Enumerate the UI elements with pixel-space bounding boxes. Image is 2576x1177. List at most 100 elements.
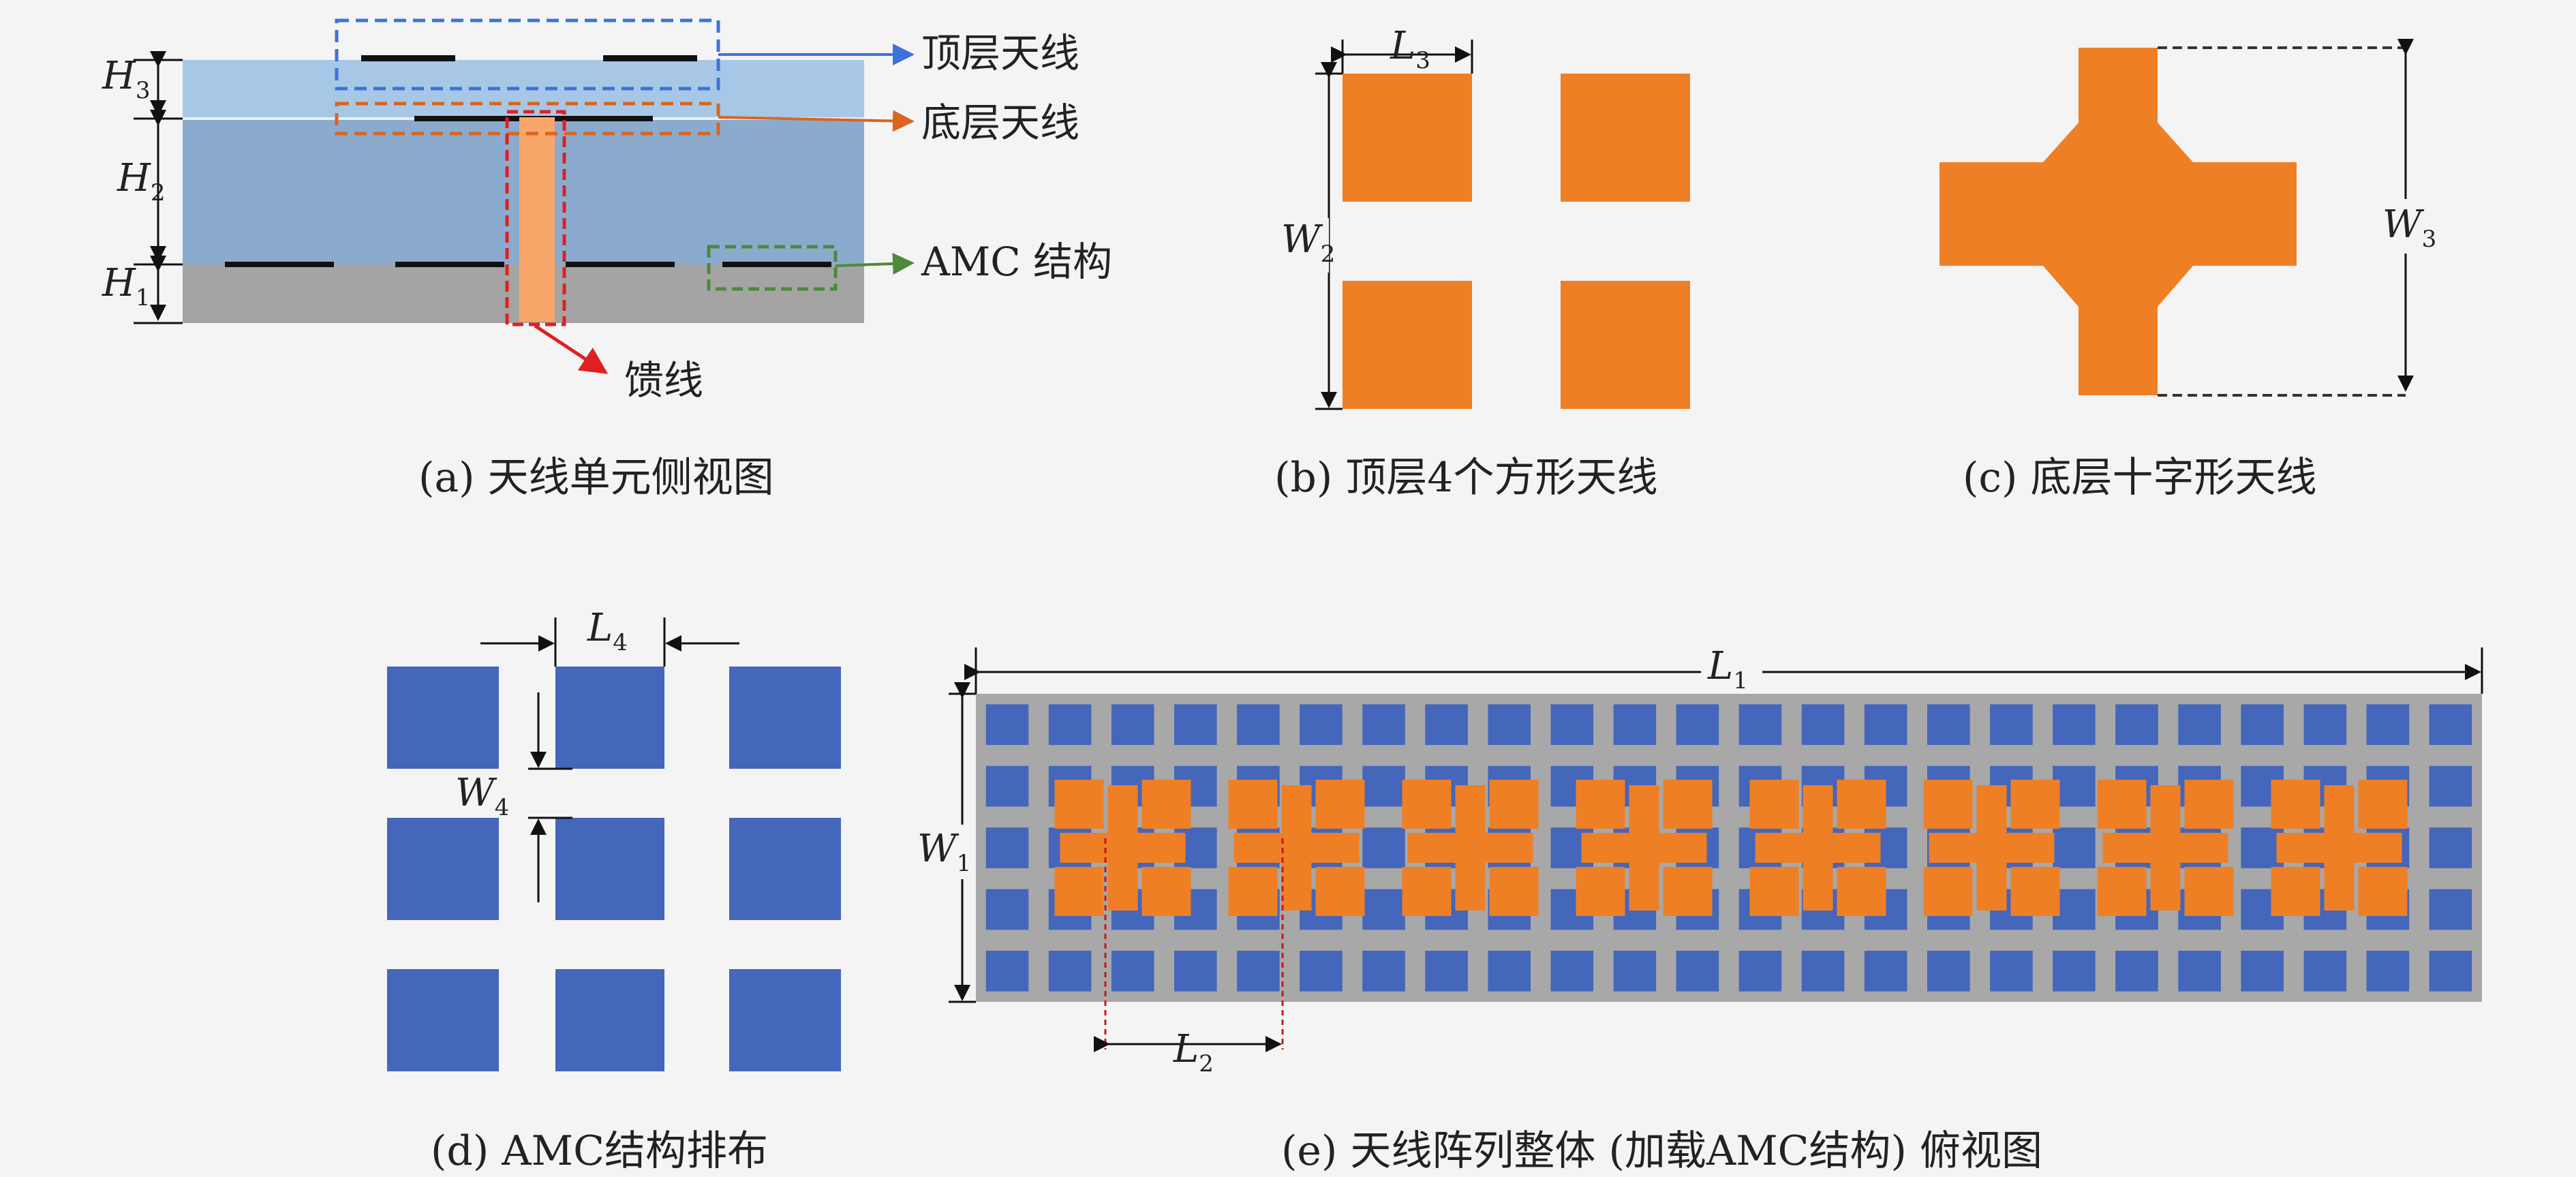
amc-cell bbox=[1990, 704, 2033, 746]
antenna-element bbox=[1228, 780, 1365, 916]
caption-b: (b) 顶层4个方形天线 bbox=[1274, 454, 1658, 502]
amc-cell bbox=[985, 827, 1029, 868]
square-patch bbox=[2358, 780, 2408, 829]
amc-cell bbox=[387, 818, 499, 920]
panel-c-cross-antenna: W3 bbox=[1939, 39, 2436, 397]
amc-cell bbox=[1237, 704, 1280, 746]
antenna-element bbox=[2097, 780, 2234, 916]
antenna-element bbox=[1402, 780, 1539, 916]
amc-cell bbox=[2178, 951, 2221, 992]
amc-cell bbox=[387, 969, 499, 1071]
amc-cell bbox=[1738, 704, 1782, 746]
feed-line bbox=[519, 117, 555, 322]
caption-e: (e) 天线阵列整体 (加载AMC结构) 俯视图 bbox=[1281, 1127, 2043, 1175]
square-patch bbox=[1576, 780, 1625, 829]
amc-cell bbox=[2429, 765, 2472, 807]
bottom-antenna-box bbox=[335, 102, 720, 136]
array-board bbox=[976, 694, 2482, 1002]
amc-cell bbox=[1111, 704, 1154, 746]
square-patch bbox=[1561, 74, 1690, 202]
amc-cell bbox=[729, 969, 841, 1071]
label-top-antenna: 顶层天线 bbox=[921, 30, 1079, 76]
caption-a: (a) 天线单元侧视图 bbox=[418, 454, 774, 502]
top-patch bbox=[603, 55, 697, 61]
amc-cell bbox=[1488, 704, 1531, 746]
square-patch bbox=[1315, 867, 1365, 916]
panel-a-side-view: 顶层天线 底层天线 AMC 结构 馈线 H3 H2 H1 bbox=[102, 18, 1112, 403]
square-patch bbox=[1837, 780, 1886, 829]
cross-patch bbox=[2276, 785, 2402, 911]
amc-cell bbox=[1864, 951, 1907, 992]
square-patch bbox=[1837, 867, 1886, 916]
amc-cell bbox=[1362, 704, 1405, 746]
square-patch bbox=[1054, 867, 1104, 916]
antenna-element bbox=[1576, 780, 1713, 916]
square-patch bbox=[1402, 780, 1452, 829]
amc-cell bbox=[2429, 827, 2472, 868]
amc-cell bbox=[1613, 951, 1657, 992]
panel-e-array-top-view: L1 W1 L2 bbox=[917, 643, 2483, 1077]
cross-patch bbox=[1929, 785, 2055, 911]
square-patch bbox=[1663, 867, 1713, 916]
dim-w2: W2 bbox=[1281, 217, 1335, 268]
square-patch bbox=[1749, 780, 1799, 829]
upper-substrate bbox=[183, 60, 864, 119]
square-patch bbox=[1343, 74, 1472, 202]
dim-h3: H3 bbox=[102, 54, 150, 104]
square-patch bbox=[1923, 867, 1973, 916]
amc-cell bbox=[1362, 889, 1405, 930]
amc-cell bbox=[2115, 951, 2158, 992]
antenna-element bbox=[2271, 780, 2408, 916]
square-patch bbox=[1315, 780, 1365, 829]
amc-cell bbox=[2429, 889, 2472, 930]
amc-cell bbox=[1613, 704, 1657, 746]
label-bottom-antenna: 底层天线 bbox=[921, 100, 1079, 146]
cross-patch bbox=[1939, 48, 2297, 395]
amc-strip bbox=[566, 262, 675, 267]
square-patch bbox=[2358, 867, 2408, 916]
amc-cell bbox=[2366, 951, 2410, 992]
amc-cell bbox=[2053, 704, 2096, 746]
antenna-element bbox=[1923, 780, 2060, 916]
amc-cell bbox=[1550, 951, 1594, 992]
amc-cell bbox=[1927, 951, 1970, 992]
square-patch bbox=[1141, 867, 1191, 916]
amc-cell bbox=[729, 667, 841, 769]
square-patch bbox=[1141, 780, 1191, 829]
cross-patch bbox=[1060, 785, 1186, 911]
cross-patch bbox=[1233, 785, 1360, 911]
amc-cell bbox=[1550, 704, 1594, 746]
amc-cell bbox=[2303, 704, 2347, 746]
square-patch bbox=[1054, 780, 1104, 829]
amc-cell bbox=[985, 765, 1029, 807]
cross-patch bbox=[1755, 785, 1881, 911]
dim-w1: W1 bbox=[917, 827, 971, 877]
amc-cell bbox=[985, 889, 1029, 930]
amc-cell bbox=[1048, 951, 1092, 992]
amc-cell bbox=[2366, 704, 2410, 746]
square-patch bbox=[2271, 780, 2320, 829]
amc-cell bbox=[1801, 951, 1845, 992]
amc-cell bbox=[555, 969, 664, 1071]
panel-b-top-patches: L3 W2 bbox=[1281, 24, 1690, 410]
caption-c: (c) 底层十字形天线 bbox=[1963, 454, 2317, 502]
dim-h2: H2 bbox=[117, 156, 165, 207]
amc-cell bbox=[2429, 704, 2472, 746]
cross-patch bbox=[2102, 785, 2228, 911]
amc-cell bbox=[2178, 704, 2221, 746]
amc-strip bbox=[225, 262, 334, 267]
amc-cell bbox=[985, 951, 1029, 992]
square-patch bbox=[1749, 867, 1799, 916]
antenna-element bbox=[1749, 780, 1886, 916]
amc-cell bbox=[1300, 704, 1343, 746]
amc-cell bbox=[387, 667, 499, 769]
dim-w4: W4 bbox=[455, 771, 509, 821]
amc-cell bbox=[1300, 951, 1343, 992]
dim-l4: L4 bbox=[587, 606, 628, 656]
amc-cell bbox=[2241, 951, 2284, 992]
amc-cell bbox=[2053, 951, 2096, 992]
cross-patch bbox=[1407, 785, 1533, 911]
amc-cell bbox=[555, 667, 664, 769]
dim-l2: L2 bbox=[1173, 1027, 1214, 1077]
